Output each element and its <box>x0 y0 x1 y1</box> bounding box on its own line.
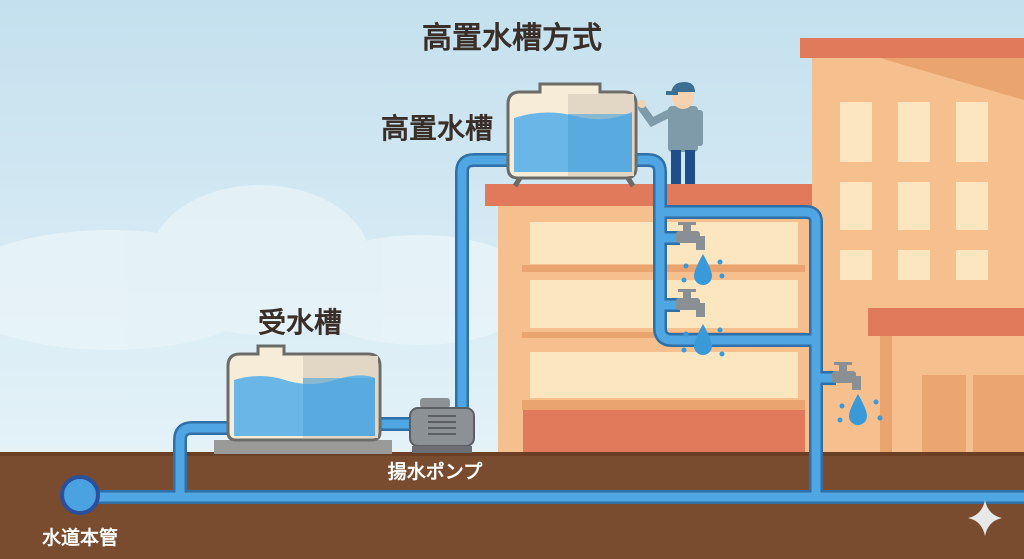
clouds <box>0 185 540 350</box>
sparkle-icon <box>968 500 1002 536</box>
faucets <box>676 222 861 390</box>
receiving-tank-label: 受水槽 <box>258 306 342 339</box>
water-main-icon <box>60 475 100 515</box>
ground <box>0 452 1024 559</box>
right-building <box>800 38 1024 455</box>
pump-icon <box>409 398 475 453</box>
faucet-icon <box>832 362 861 390</box>
main-building <box>485 184 812 455</box>
pump-label: 揚水ポンプ <box>388 460 483 483</box>
receiving-tank <box>214 344 392 454</box>
faucet-icon <box>676 289 705 317</box>
water-main-label: 水道本管 <box>42 526 118 549</box>
diagram-title: 高置水槽方式 <box>422 21 602 56</box>
elevated-tank <box>506 82 638 188</box>
water-drops <box>681 254 883 425</box>
faucet-icon <box>676 222 705 250</box>
worker-figure <box>638 82 703 184</box>
elevated-tank-label: 高置水槽 <box>381 112 493 145</box>
